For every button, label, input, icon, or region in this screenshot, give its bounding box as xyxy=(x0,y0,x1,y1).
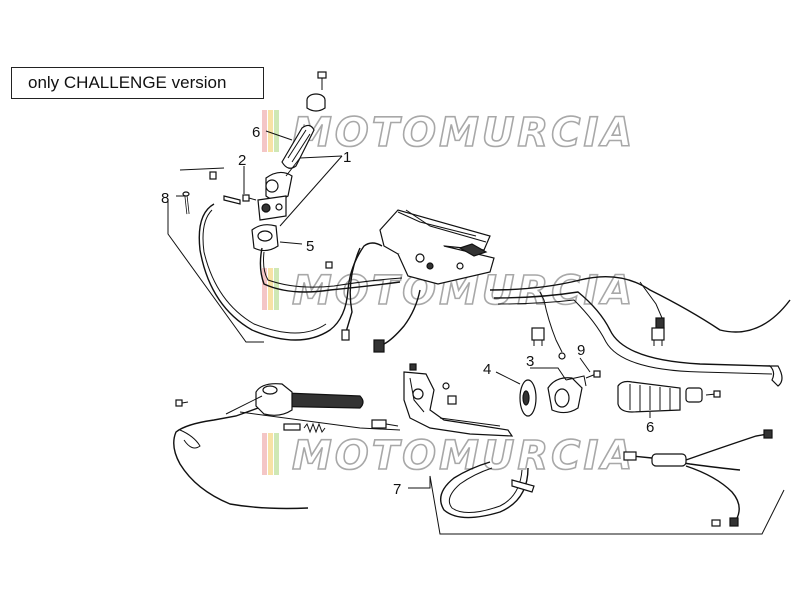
watermark-stripe xyxy=(274,433,279,475)
throttle-grip-upper xyxy=(281,124,315,169)
lower-left-screw xyxy=(175,399,189,407)
throttle-cable-loop xyxy=(198,203,383,341)
callout-3: 3 xyxy=(526,353,534,370)
grip-end-cap-lower xyxy=(685,387,721,403)
cable-ferrule xyxy=(511,479,535,493)
callout-8: 8 xyxy=(161,190,169,207)
throttle-cable-loop-inner xyxy=(202,209,327,334)
watermark-text: MOTOMURCIA xyxy=(292,110,635,156)
callout-2: 2 xyxy=(238,152,246,169)
watermark-top: MOTOMURCIA xyxy=(262,109,635,157)
callout-7: 7 xyxy=(393,481,401,498)
watermark-stripe xyxy=(268,110,273,152)
watermark-stripe xyxy=(268,433,273,475)
washer xyxy=(519,379,537,417)
lever-screw xyxy=(409,363,457,405)
callout-6-upper: 6 xyxy=(252,124,260,141)
housing-screw xyxy=(585,370,601,379)
cable-clip xyxy=(711,519,721,527)
cable-nipple xyxy=(558,352,566,360)
cable-end-lower xyxy=(729,517,739,527)
throttle-cable-set-right xyxy=(631,455,741,471)
callout-4: 4 xyxy=(483,361,491,378)
lower-left-cable xyxy=(173,407,309,510)
cable-lower-branch xyxy=(685,465,740,521)
grommet-right xyxy=(651,327,665,346)
throttle-body xyxy=(257,171,293,221)
switch-housing xyxy=(251,224,279,252)
cable-end-right xyxy=(768,365,783,387)
switch-cable-inner xyxy=(263,251,403,288)
throttle-housing-lower xyxy=(547,375,587,414)
version-label-box: only CHALLENGE version xyxy=(11,67,264,99)
top-screw xyxy=(317,71,327,90)
mounting-bracket xyxy=(379,209,495,285)
lower-thin-cable xyxy=(239,411,401,431)
watermark-stripe xyxy=(268,268,273,310)
watermark-bottom: MOTOMURCIA xyxy=(262,432,635,480)
right-cable-a xyxy=(489,275,791,333)
watermark-text: MOTOMURCIA xyxy=(292,433,635,479)
clutch-lever xyxy=(403,371,514,437)
switch-cable xyxy=(259,247,401,293)
cable-fitting xyxy=(655,317,665,329)
cable-branch-2 xyxy=(639,281,663,319)
grommet-left xyxy=(531,327,545,346)
lower-left-cable-loop xyxy=(179,429,201,449)
right-cable-b-inner xyxy=(497,299,773,375)
lower-grip xyxy=(255,383,364,416)
cable-junction xyxy=(623,451,687,467)
version-label: only CHALLENGE version xyxy=(28,73,227,92)
right-cable-b xyxy=(493,291,771,367)
bracket-nut xyxy=(325,261,333,269)
callout-6-lower: 6 xyxy=(646,419,654,436)
watermark-stripe xyxy=(262,110,267,152)
cable-upper-branch xyxy=(685,433,769,461)
watermark-stripe xyxy=(262,268,267,310)
leader-lines xyxy=(167,130,785,535)
cable-adjuster-top xyxy=(209,171,241,205)
connector-plug xyxy=(341,329,350,341)
callout-1: 1 xyxy=(343,149,351,166)
sensor-lead xyxy=(383,289,421,345)
small-screw xyxy=(242,194,257,202)
connector-lead xyxy=(345,247,361,333)
cable-adjuster-lower xyxy=(283,419,399,434)
watermark-stripe xyxy=(274,110,279,152)
sensor-plug xyxy=(373,339,385,353)
grip-end-cap xyxy=(306,93,326,112)
cable-rod xyxy=(182,191,190,215)
throttle-grip-lower xyxy=(617,380,681,413)
callout-5: 5 xyxy=(306,238,314,255)
callout-9: 9 xyxy=(577,342,585,359)
cable-branch xyxy=(539,291,563,353)
throttle-cable-set-left-inner xyxy=(448,467,523,513)
cable-end-upper xyxy=(763,429,773,439)
throttle-cable-set-left xyxy=(440,461,529,519)
watermark-stripe xyxy=(262,433,267,475)
